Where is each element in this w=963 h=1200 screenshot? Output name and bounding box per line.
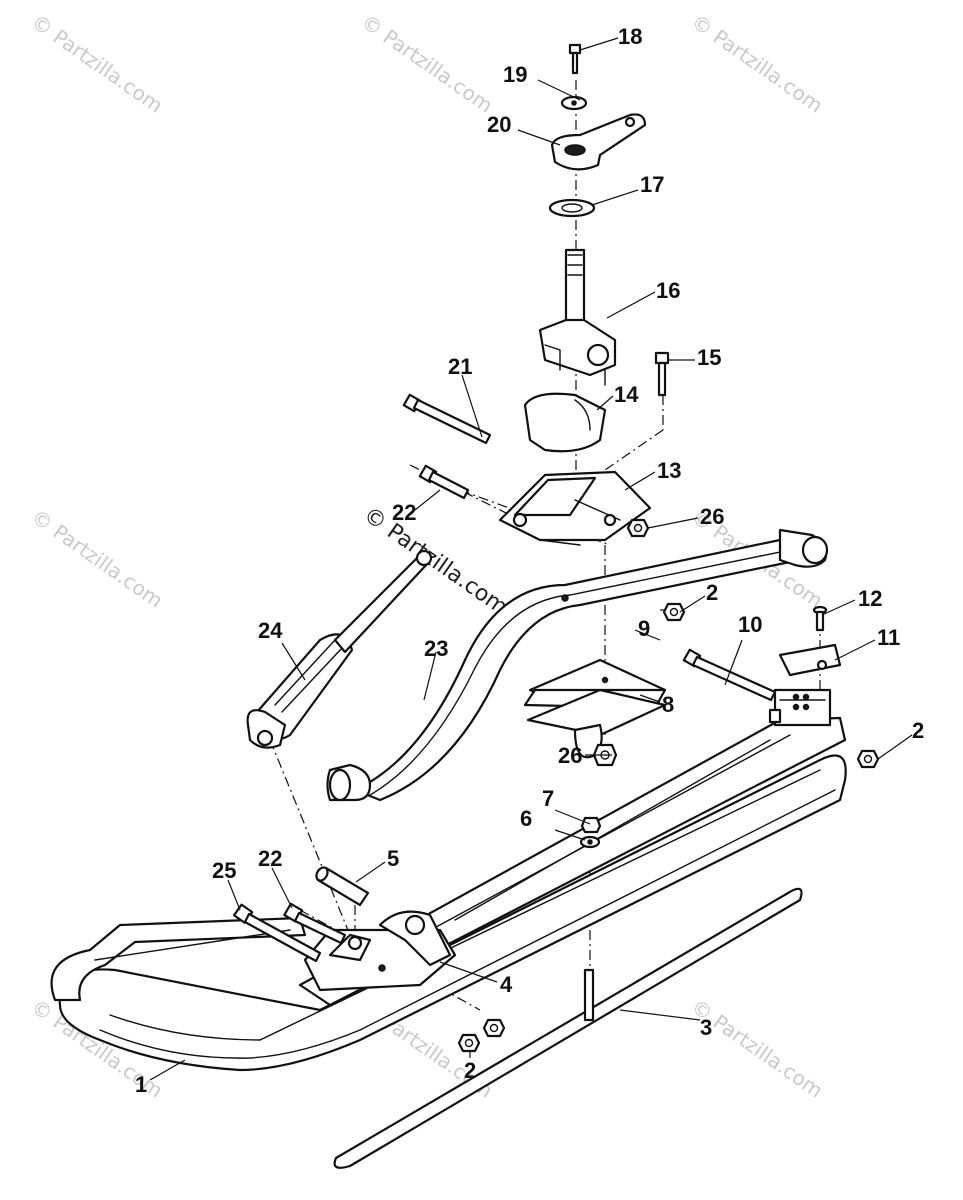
- nut-7-washer-6: [579, 816, 602, 849]
- callout-2-lower: 2: [464, 1058, 476, 1083]
- callout-12: 12: [858, 586, 882, 611]
- callout-3: 3: [700, 1015, 712, 1040]
- watermark: © Partzilla.com: [357, 9, 497, 117]
- watermark: © Partzilla.com: [687, 994, 827, 1102]
- bolt-22-lower: [283, 902, 347, 945]
- callout-20: 20: [487, 112, 511, 137]
- callout-2-upper: 2: [706, 580, 718, 605]
- spindle: [538, 248, 617, 386]
- shock-absorber: [246, 549, 433, 749]
- nut-26-upper: [626, 518, 650, 538]
- watermark: © Partzilla.com: [27, 9, 167, 117]
- washer-19: [560, 95, 588, 111]
- callout-8: 8: [662, 692, 674, 717]
- callout-23: 23: [424, 636, 448, 661]
- callout-21: 21: [448, 354, 472, 379]
- callout-16: 16: [656, 278, 680, 303]
- plate-11: [778, 643, 842, 677]
- bolt-10: [682, 648, 777, 702]
- callout-17: 17: [640, 172, 664, 197]
- callout-7: 7: [542, 786, 554, 811]
- callout-25: 25: [212, 858, 236, 883]
- callout-11: 11: [877, 625, 900, 650]
- bolt-15: [654, 351, 670, 397]
- callout-13: 13: [657, 458, 681, 483]
- callout-22-lower: 22: [258, 846, 282, 871]
- callout-26-lower: 26: [558, 743, 582, 768]
- callout-19: 19: [503, 62, 527, 87]
- callout-14: 14: [614, 382, 639, 407]
- bolt-21: [402, 393, 492, 445]
- callout-5: 5: [387, 846, 399, 871]
- leader-lines: [149, 37, 913, 1081]
- leaf-spring: [326, 528, 829, 802]
- watermark: © Partzilla.com: [27, 504, 167, 612]
- callout-15: 15: [697, 345, 721, 370]
- callouts: 18 19 20 17 16 15 14 21 13 22 26 2 9 8 2…: [135, 24, 924, 1097]
- callout-2-rear: 2: [912, 718, 924, 743]
- nuts-2: [457, 602, 880, 1053]
- callout-18: 18: [618, 24, 642, 49]
- callout-10: 10: [738, 612, 762, 637]
- pads: [523, 658, 667, 767]
- callout-6: 6: [520, 806, 532, 831]
- bushing: [523, 392, 607, 453]
- pin-5: [315, 866, 370, 907]
- callout-9: 9: [638, 616, 650, 641]
- bolt-25: [232, 903, 322, 963]
- callout-24: 24: [258, 618, 283, 643]
- ski-saddle: [303, 910, 457, 992]
- callout-26-upper: 26: [700, 504, 724, 529]
- wear-bar: [333, 887, 803, 1169]
- bolt-22-upper: [418, 464, 470, 500]
- watermark: © Partzilla.com: [687, 9, 827, 117]
- callout-1: 1: [135, 1072, 147, 1097]
- hinge-bracket: [498, 470, 652, 546]
- screw-12: [812, 605, 828, 632]
- washer-17: [548, 198, 596, 218]
- callout-4: 4: [500, 972, 513, 997]
- callout-22-upper: 22: [392, 500, 416, 525]
- screw-18: [568, 43, 582, 75]
- steering-arm: [550, 113, 647, 171]
